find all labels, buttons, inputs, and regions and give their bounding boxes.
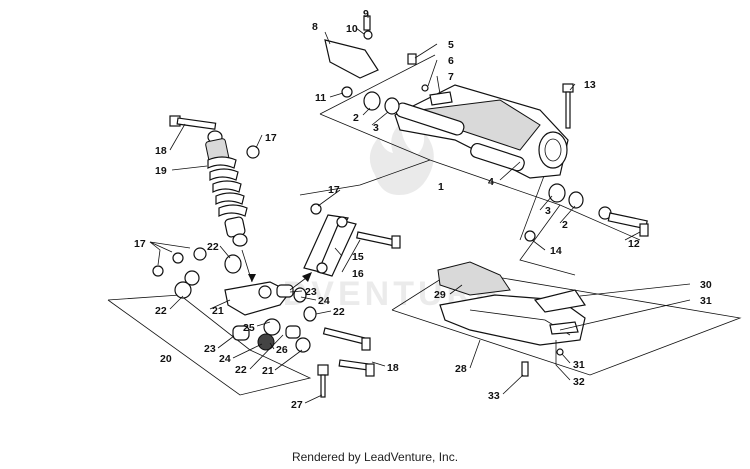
- part-callout-17: 17: [134, 238, 146, 250]
- bolt-12: [598, 206, 649, 237]
- part-callout-23: 23: [305, 286, 317, 298]
- part-callout-31: 31: [573, 359, 585, 371]
- part-callout-3: 3: [545, 205, 551, 217]
- swing-arm: [341, 84, 584, 209]
- part-callout-18: 18: [155, 145, 167, 157]
- part-callout-21: 21: [212, 305, 224, 317]
- part-callout-22: 22: [155, 305, 167, 317]
- part-callout-22: 22: [333, 306, 345, 318]
- part-callout-21: 21: [262, 365, 274, 377]
- part-callout-11: 11: [315, 92, 326, 104]
- part-callout-19: 19: [155, 165, 167, 177]
- part-callout-16: 16: [352, 268, 364, 280]
- part-callout-15: 15: [352, 251, 364, 263]
- part-callout-4: 4: [488, 176, 494, 188]
- part-callout-22: 22: [207, 241, 219, 253]
- mount-bracket: [324, 15, 379, 79]
- part-callout-13: 13: [584, 79, 596, 91]
- bolt-18-upper: [169, 115, 217, 130]
- part-callout-24: 24: [219, 353, 231, 365]
- nut-14: [524, 230, 536, 242]
- bolt-27: [317, 364, 329, 398]
- part-callout-17: 17: [265, 132, 277, 144]
- part-callout-27: 27: [291, 399, 303, 411]
- part-callout-2: 2: [353, 112, 359, 124]
- part-callout-8: 8: [312, 21, 318, 33]
- part-callout-23: 23: [204, 343, 216, 355]
- bolt-13: [562, 83, 574, 129]
- small-fasteners-upper: [407, 53, 453, 106]
- part-callout-28: 28: [455, 363, 467, 375]
- part-callout-7: 7: [448, 71, 454, 83]
- part-callout-25: 25: [243, 322, 255, 334]
- part-callout-10: 10: [346, 23, 358, 35]
- part-callout-2: 2: [562, 219, 568, 231]
- part-callout-30: 30: [700, 279, 712, 291]
- part-callout-24: 24: [318, 295, 330, 307]
- part-callout-17: 17: [328, 184, 340, 196]
- part-callout-9: 9: [363, 8, 369, 20]
- part-callout-12: 12: [628, 238, 640, 250]
- part-callout-6: 6: [448, 55, 454, 67]
- part-callout-26: 26: [276, 344, 288, 356]
- bolt-18-lower: [322, 327, 375, 377]
- part-callout-33: 33: [488, 390, 500, 402]
- part-callout-3: 3: [373, 122, 379, 134]
- part-callout-32: 32: [573, 376, 585, 388]
- leader-lines: [149, 14, 691, 404]
- skid-plate-assembly: [437, 261, 587, 377]
- part-callout-18: 18: [387, 362, 399, 374]
- rocker-assembly: [152, 247, 317, 322]
- assembly-arrows: [241, 249, 312, 291]
- link-plates: [303, 203, 357, 277]
- part-callout-31: 31: [700, 295, 712, 307]
- part-callout-29: 29: [434, 289, 446, 301]
- bolt-16: [356, 231, 401, 249]
- shock-absorber: [205, 130, 260, 247]
- part-callout-1: 1: [438, 181, 444, 193]
- part-callout-14: 14: [550, 245, 562, 257]
- part-callout-20: 20: [160, 353, 172, 365]
- render-credit: Rendered by LeadVenture, Inc.: [291, 450, 459, 464]
- part-callout-5: 5: [448, 39, 454, 51]
- lower-spacers: [232, 318, 311, 353]
- part-callout-22: 22: [235, 364, 247, 376]
